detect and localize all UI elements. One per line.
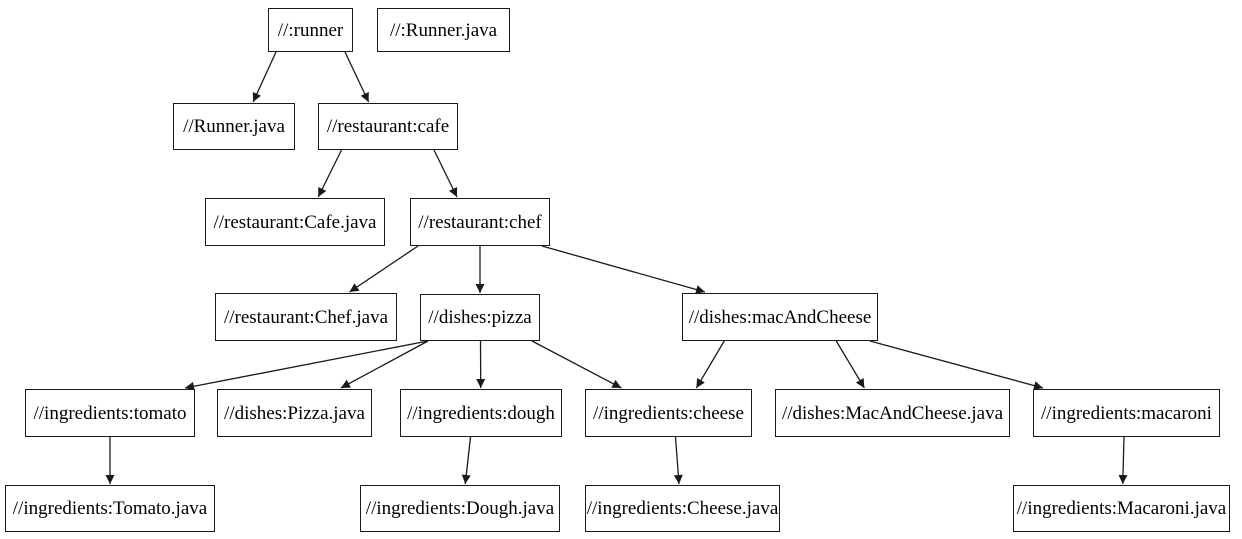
edge-mac-and-cheese-to-cheese (695, 340, 725, 389)
graph-node-dough: //ingredients:dough (400, 389, 562, 437)
graph-node-mac-and-cheese: //dishes:macAndCheese (682, 293, 878, 341)
graph-node-cheese-java: //ingredients:Cheese.java (585, 485, 780, 532)
graph-node-pizza: //dishes:pizza (420, 294, 540, 341)
edge-dough-to-dough-java (461, 436, 472, 485)
edge-pizza-to-pizza-java (340, 340, 429, 389)
edge-cheese-to-cheese-java (673, 436, 683, 485)
graph-node-chef: //restaurant:chef (410, 198, 550, 246)
edge-macaroni-to-macaroni-java (1118, 436, 1128, 485)
edge-runner-to-cafe (344, 51, 370, 103)
edge-pizza-to-tomato (184, 340, 429, 391)
graph-node-pizza-java: //dishes:Pizza.java (217, 389, 372, 437)
edge-chef-to-mac-and-cheese (541, 245, 706, 294)
graph-node-macaroni: //ingredients:macaroni (1033, 389, 1220, 437)
graph-node-dough-java: //ingredients:Dough.java (360, 485, 560, 532)
graph-node-macaroni-java: //ingredients:Macaroni.java (1013, 485, 1230, 532)
graph-node-runner: //:runner (268, 8, 353, 52)
edge-runner-to-runner-java (252, 51, 277, 103)
graph-node-tomato-java: //ingredients:Tomato.java (5, 485, 215, 532)
graph-node-runner-java: //Runner.java (173, 103, 295, 150)
graph-node-cafe: //restaurant:cafe (318, 103, 458, 150)
edge-cafe-to-chef (433, 149, 458, 198)
edge-pizza-to-cheese (531, 340, 622, 389)
graph-node-tomato: //ingredients:tomato (25, 389, 195, 437)
graph-node-cafe-java: //restaurant:Cafe.java (205, 198, 385, 246)
graph-node-chef-java: //restaurant:Chef.java (215, 293, 397, 341)
edge-cafe-to-cafe-java (317, 149, 343, 198)
edge-mac-and-cheese-to-macaroni (869, 340, 1044, 390)
graph-node-mac-and-cheese-java: //dishes:MacAndCheese.java (775, 389, 1010, 437)
edge-mac-and-cheese-to-mac-and-cheese-java (835, 340, 865, 389)
edge-chef-to-chef-java (349, 245, 419, 293)
graph-node-cheese: //ingredients:cheese (585, 389, 752, 437)
graph-node-runner-java-target: //:Runner.java (377, 8, 510, 52)
